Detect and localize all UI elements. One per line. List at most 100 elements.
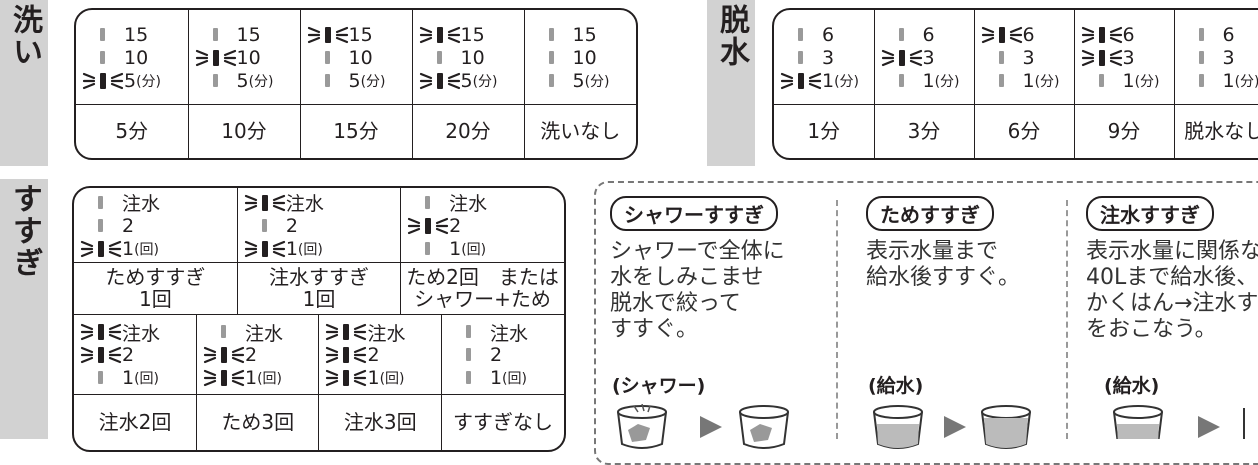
option-label: 10分 <box>188 104 300 158</box>
indicator-row: 10 <box>195 46 294 69</box>
indicator-off-icon <box>307 47 349 69</box>
option-label: 注水2回 <box>74 394 196 450</box>
indicator-lit-icon <box>325 321 367 343</box>
indicator-off-icon <box>1181 47 1223 69</box>
indicator-off-icon <box>1181 24 1223 46</box>
indicator-unit: (分) <box>1235 71 1258 91</box>
indicator-lit-icon <box>419 70 461 92</box>
indicator-off-icon <box>307 70 349 92</box>
indicator-value: 2 <box>490 344 502 366</box>
indicator-value: 10 <box>461 47 485 69</box>
option-label: 1分 <box>774 104 874 158</box>
indicator-row: 10 <box>307 46 406 69</box>
indicator-lit-icon <box>881 47 923 69</box>
indicator-value: 2 <box>286 215 298 237</box>
indicator-value: 2 <box>122 344 134 366</box>
indicator-row: 10 <box>419 46 518 69</box>
indicator-value: 1 <box>122 367 134 389</box>
wash-header-label: 洗い <box>2 4 46 68</box>
note-caption: (シャワー) <box>612 371 705 398</box>
indicator-unit: (回) <box>134 368 159 388</box>
indicator-row: 2 <box>80 214 231 237</box>
indicator-off-icon <box>448 344 490 366</box>
indicator-unit: (分) <box>585 71 610 91</box>
indicator-unit: (分) <box>473 71 498 91</box>
indicator-row: 10 <box>82 46 182 69</box>
indicator-unit: (分) <box>136 71 161 91</box>
tub-partial-icon <box>1234 404 1258 439</box>
indicator-row: 15 <box>195 23 294 46</box>
indicator-value: 15 <box>573 24 597 46</box>
indicator-unit: (回) <box>134 239 159 259</box>
indicator-off-icon <box>780 47 822 69</box>
option-label: 洗いなし <box>524 104 636 158</box>
indicator-value: 注水 <box>122 189 160 216</box>
note-caption: (給水) <box>1104 371 1159 398</box>
indicator-row: 注水 <box>80 191 231 214</box>
indicator-value: 6 <box>923 24 935 46</box>
indicator-row: 2 <box>448 344 558 367</box>
indicator-value: 2 <box>245 344 257 366</box>
note-title: ためすすぎ <box>866 196 994 231</box>
indicator-value: 注水 <box>490 319 528 346</box>
indicator-row: 15 <box>419 23 518 46</box>
indicator-unit: (分) <box>249 71 274 91</box>
indicator-off-icon <box>531 47 573 69</box>
indicator-row: 注水 <box>244 191 394 214</box>
spin-header-label: 脱水 <box>709 4 753 68</box>
indicator-value: 注水 <box>286 189 324 216</box>
indicator-unit: (回) <box>257 368 282 388</box>
indicator-off-icon <box>244 215 286 237</box>
indicator-lit-icon <box>1081 47 1123 69</box>
indicator-lit-icon <box>307 24 349 46</box>
indicator-row: 1(分) <box>981 69 1068 92</box>
indicator-unit: (分) <box>1135 71 1160 91</box>
note-description: シャワーで全体に 水をしみこませ 脱水で絞って すすぐ。 <box>610 239 830 343</box>
indicator-row: 3 <box>1181 46 1258 69</box>
indicator-row: 1(分) <box>780 69 868 92</box>
option-label: ため2回 または シャワー+ため <box>401 262 564 314</box>
indicator-value: 10 <box>237 47 261 69</box>
indicator-off-icon <box>448 367 490 389</box>
indicator-value: 3 <box>1123 47 1135 69</box>
indicator-unit: (回) <box>380 368 405 388</box>
indicator-value: 15 <box>461 24 485 46</box>
indicator-value: 10 <box>573 47 597 69</box>
indicator-lit-icon <box>203 344 245 366</box>
indicator-value: 1 <box>490 367 502 389</box>
indicator-row: 2 <box>325 344 434 367</box>
indicator-value: 1 <box>822 70 834 92</box>
indicator-lit-icon <box>244 192 286 214</box>
option-label: 注水すすぎ 1回 <box>237 262 400 314</box>
indicator-lit-icon <box>80 344 122 366</box>
indicator-off-icon <box>419 47 461 69</box>
indicator-value: 3 <box>1223 47 1235 69</box>
indicator-row: 注水 <box>448 321 558 344</box>
indicator-value: 1 <box>1223 70 1235 92</box>
indicator-unit: (回) <box>502 368 527 388</box>
note-divider <box>836 200 838 439</box>
indicator-lit-icon <box>244 238 286 260</box>
indicator-row: 6 <box>981 23 1068 46</box>
tub-filling-icon <box>1108 404 1168 439</box>
note-divider <box>1066 200 1068 439</box>
indicator-off-icon <box>80 215 122 237</box>
option-label: 注水3回 <box>319 394 441 450</box>
indicator-row: 15 <box>531 23 631 46</box>
option-label: 20分 <box>412 104 524 158</box>
indicator-lit-icon <box>80 321 122 343</box>
indicator-row: 15 <box>82 23 182 46</box>
indicator-row: 1(回) <box>80 367 190 390</box>
indicator-off-icon <box>448 321 490 343</box>
arrow-right-icon <box>698 414 724 444</box>
indicator-lit-icon <box>981 24 1023 46</box>
indicator-value: 6 <box>1023 24 1035 46</box>
note-tame-rinse: ためすすぎ 表示水量まで 給水後すすぐ。 (給水) <box>866 196 1062 439</box>
